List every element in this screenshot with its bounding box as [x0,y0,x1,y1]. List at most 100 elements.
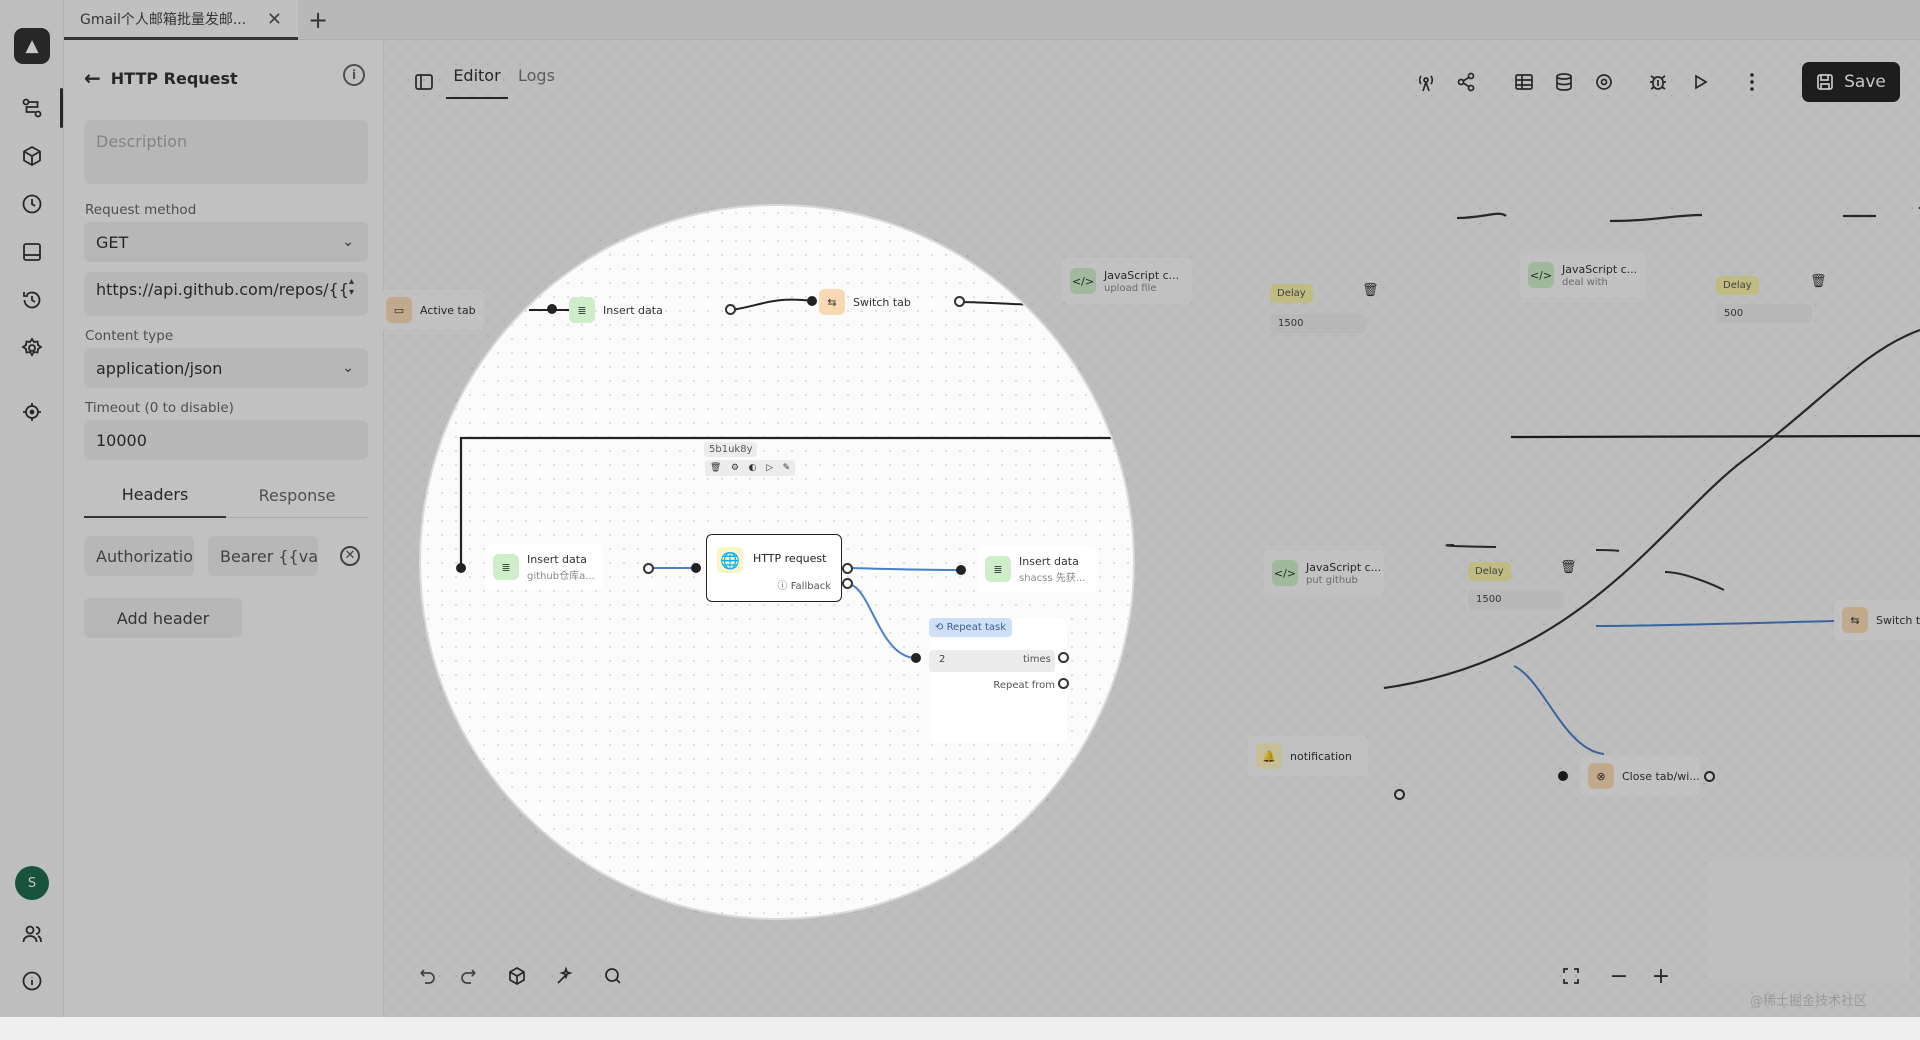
content-type-select[interactable]: application/json ⌄ [84,348,368,388]
node-http-request[interactable]: 🌐 HTTP request ⓘ Fallback [706,534,842,602]
output-port[interactable] [842,563,853,574]
node-title: Insert data [1019,555,1085,568]
url-field[interactable]: https://api.github.com/repos/{{ ▴▾ [84,272,368,316]
input-port[interactable] [911,653,921,663]
package-icon[interactable] [18,142,46,170]
edge [1514,666,1604,754]
close-tab-icon[interactable]: ✕ [267,9,282,30]
app-logo[interactable]: ▲ [14,28,50,64]
avatar[interactable]: S [15,866,49,900]
node-switch-tab-1[interactable]: ⇆ Switch tab [811,282,919,322]
output-port[interactable] [725,304,736,315]
close-circle-icon: ⊗ [1588,763,1614,789]
node-title: Insert data [527,553,595,566]
node-js-deal[interactable]: </> JavaScript c...deal with [1520,252,1646,298]
info-icon[interactable]: i [343,64,365,86]
timeout-input[interactable]: 10000 [84,420,368,460]
tab-response[interactable]: Response [226,472,368,518]
storage-icon[interactable] [18,238,46,266]
new-tab-button[interactable]: + [308,6,328,34]
panel-header: ← HTTP Request [84,66,238,90]
delay-tag: Delay [1716,276,1759,295]
redo-icon[interactable] [454,961,484,991]
trash-icon[interactable]: 🗑 [1810,274,1827,289]
canvas-bottom-toolbar [768,1000,1920,1040]
fullscreen-icon[interactable] [1556,961,1586,991]
picker-icon[interactable] [18,398,46,426]
url-value: https://api.github.com/repos/{{ [96,280,349,299]
node-close-tab[interactable]: ⊗ Close tab/wi... [1580,756,1700,796]
remove-header-icon[interactable]: ✕ [340,546,360,566]
users-icon[interactable] [18,920,46,948]
zoom-in-button[interactable]: + [1646,961,1676,991]
output-port[interactable] [643,563,654,574]
toggle-icon[interactable]: ◐ [749,463,757,473]
rail-active-indicator [60,88,63,128]
header-key-input[interactable]: Authorizatio [84,536,194,576]
delay-value[interactable]: 1500 [1270,314,1366,333]
back-arrow-icon[interactable]: ← [84,66,101,90]
delay-value[interactable]: 1500 [1468,590,1564,609]
timeout-label: Timeout (0 to disable) [85,400,234,416]
node-repeat-task[interactable]: ⟲ Repeat task 2 times Repeat from [929,618,1067,742]
repeat-from-port[interactable] [1058,678,1069,689]
description-field[interactable]: Description [84,120,368,184]
schedule-icon[interactable] [18,190,46,218]
node-sub: deal with [1562,277,1637,288]
node-label: HTTP request [753,552,826,565]
zoom-out-button[interactable]: − [1604,961,1634,991]
node-sub: github仓库a... [527,567,595,582]
output-port[interactable] [1394,789,1405,800]
output-port[interactable] [954,296,965,307]
input-port[interactable] [691,563,701,573]
scroll-arrows-icon[interactable]: ▴▾ [349,276,354,298]
node-js-put[interactable]: </> JavaScript c...put github [1264,550,1384,596]
header-value-input[interactable]: Bearer {{va [208,536,318,576]
workflows-icon[interactable] [18,94,46,122]
description-placeholder: Description [96,132,187,151]
add-header-button[interactable]: Add header [84,598,242,638]
output-port[interactable] [503,304,514,315]
minimap[interactable] [1710,860,1910,980]
node-insert-data-1[interactable]: ≣ Insert data [561,290,671,330]
package-icon[interactable] [502,961,532,991]
trash-icon[interactable]: 🗑 [1362,283,1379,298]
edit-icon[interactable]: ✎ [783,463,791,473]
trash-icon[interactable]: 🗑 [710,463,721,473]
input-port[interactable] [1558,771,1568,781]
window-tab-bar: Gmail个人邮箱批量发邮... ✕ + [64,0,1920,40]
play-icon[interactable]: ▷ [766,463,773,473]
request-method-label: Request method [85,202,196,218]
search-icon[interactable] [598,961,628,991]
node-label: Switch tab [853,296,911,309]
chevron-down-icon: ⌄ [342,234,354,250]
about-icon[interactable] [18,967,46,995]
trash-icon[interactable]: 🗑 [1560,560,1577,575]
repeat-task-tag: ⟲ Repeat task [929,618,1012,637]
watermark: @稀土掘金技术社区 [1750,990,1867,1009]
request-method-value: GET [96,233,128,252]
delay-tag: Delay [1270,284,1313,303]
input-port[interactable] [456,563,466,573]
tab-headers[interactable]: Headers [84,472,226,518]
settings-icon[interactable]: ⚙ [731,463,739,473]
undo-icon[interactable] [412,961,442,991]
input-port[interactable] [547,304,557,314]
node-switch-tab-2[interactable]: ⇆ Switch t [1834,600,1920,640]
output-port[interactable] [1704,771,1715,782]
node-label: Insert data [603,304,663,317]
edge [1596,550,1619,551]
magic-icon[interactable] [550,961,580,991]
fallback-port[interactable] [842,578,853,589]
settings-icon[interactable] [18,334,46,362]
output-port[interactable] [1058,652,1069,663]
request-method-select[interactable]: GET ⌄ [84,222,368,262]
node-notification[interactable]: 🔔 notification [1248,736,1368,776]
delay-value[interactable]: 500 [1716,304,1812,323]
history-icon[interactable] [18,286,46,314]
window-tab[interactable]: Gmail个人邮箱批量发邮... ✕ [64,0,298,40]
input-port[interactable] [956,565,966,575]
header-value-value: Bearer {{va [220,547,318,566]
